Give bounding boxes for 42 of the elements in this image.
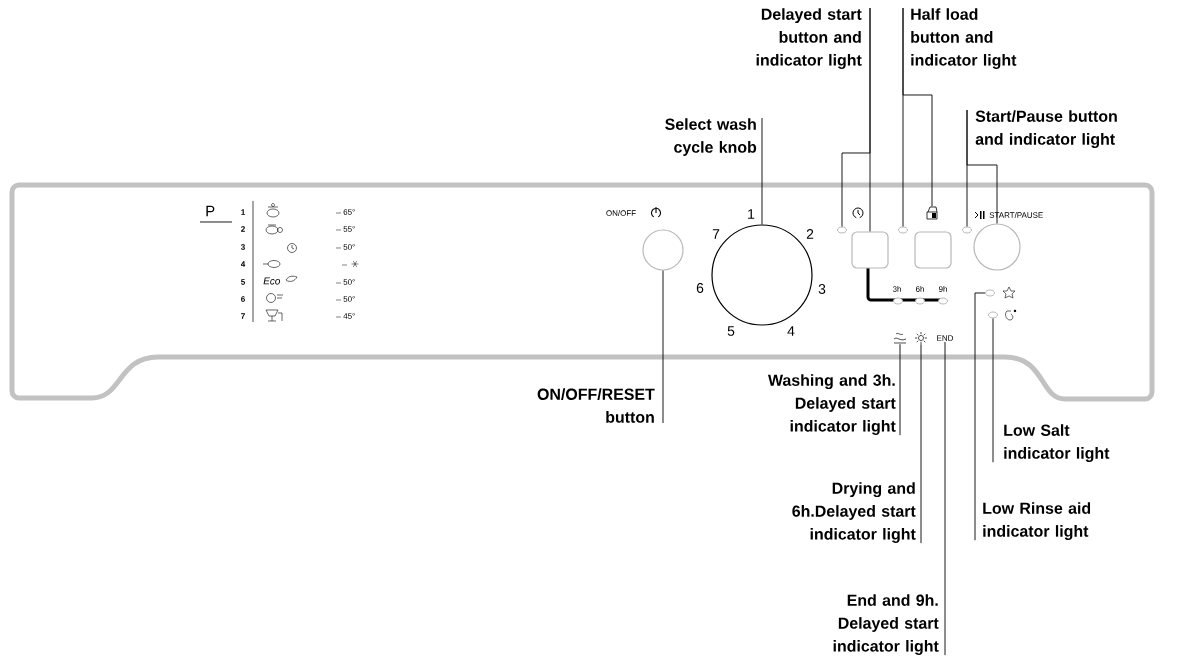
callout-label: Low Salt indicator light <box>1004 424 1110 463</box>
leader-line <box>966 109 998 224</box>
dial-number: 3 <box>818 284 826 294</box>
indicator-light <box>898 226 908 234</box>
dial-number: 6 <box>696 283 704 293</box>
program-name: Eco <box>263 277 281 285</box>
callout-label: Delayed start button and indicator light <box>756 8 862 69</box>
push-button <box>642 229 684 271</box>
indicator-light <box>985 289 995 297</box>
dial-number: 7 <box>712 229 720 239</box>
leader-line <box>761 117 763 225</box>
callout-label: Start/Pause button and indicator light <box>975 110 1117 149</box>
selector-knob <box>711 224 813 326</box>
leader-line <box>899 343 901 436</box>
callout-label: Drying and 6h.Delayed start indicator light <box>792 482 916 543</box>
leader-line <box>902 7 933 207</box>
push-button <box>973 223 1021 271</box>
callout-label: End and 9h. Delayed start indicator light <box>833 594 939 655</box>
dial-number: 5 <box>727 326 735 336</box>
dial-number: 4 <box>787 326 795 336</box>
washing-icon <box>893 333 907 344</box>
indicator-light <box>962 226 972 234</box>
leader-line <box>920 343 922 544</box>
callout-label: ON/OFF/RESET button <box>537 388 655 423</box>
callout-label: Half load button and indicator light <box>911 8 1017 69</box>
callout-label: Select wash cycle knob <box>665 118 757 156</box>
leader-line <box>841 7 871 227</box>
dial-number: 1 <box>748 209 755 219</box>
dial-number: 2 <box>806 229 814 239</box>
push-button <box>851 231 889 269</box>
leader-line <box>944 341 946 656</box>
sun-icon <box>914 331 928 345</box>
callout-label: Low Rinse aid indicator light <box>983 502 1091 541</box>
callout-label: Washing and 3h. Delayed start indicator light <box>768 374 896 435</box>
indicator-light <box>988 311 998 319</box>
indicator-light <box>837 226 847 234</box>
leader-line <box>974 292 986 541</box>
leader-line <box>662 270 664 424</box>
leader-line <box>992 318 994 463</box>
half-load-icon <box>926 206 938 220</box>
push-button <box>914 231 952 269</box>
program-letter: P <box>206 205 215 217</box>
